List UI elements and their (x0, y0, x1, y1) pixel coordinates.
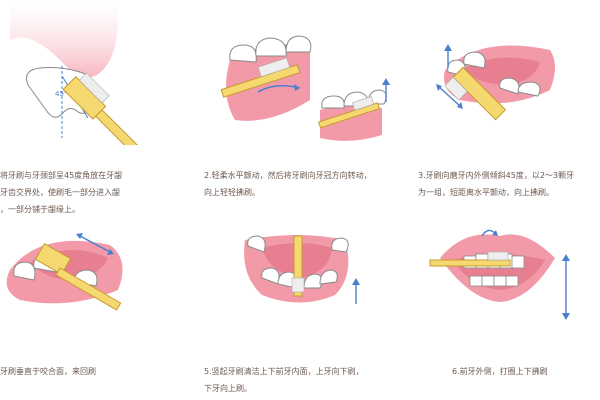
step-5-text: 竖起牙刷清洁上下前牙内面，上牙向下刷， 下牙向上刷。 (204, 367, 364, 393)
toothbrush (291, 235, 305, 297)
step-2-caption: 2.轻柔水平颤动，然后将牙刷向牙冠方向转动， 向上轻轻拂刷。 (204, 150, 399, 201)
step-6-number: 6. (452, 367, 460, 376)
arrow-head (436, 84, 442, 91)
step-3-illustration (436, 44, 555, 121)
step-6-panel: 6.前牙外侧，打圈上下拂刷 (400, 200, 600, 400)
arrow-head (107, 249, 114, 255)
two-way-arrow (79, 235, 111, 253)
arrow-head (76, 233, 83, 239)
step-3-caption: 3.牙刷向磨牙内外侧倾斜45度，以2～3颗牙 为一组，短距离水平颤动，向上拂刷。 (418, 150, 598, 201)
step-5-illustration (244, 235, 360, 304)
step-1-panel: 45° 1.将牙刷与牙颈部呈45度角放在牙龈 牙齿交界处，使刷毛一部分进入龈 ，… (0, 0, 200, 214)
toothbrush-lower (318, 96, 381, 129)
step-6-caption: 6.前牙外侧，打圈上下拂刷 (452, 346, 600, 380)
step-5-panel: 5.竖起牙刷清洁上下前牙内面，上牙向下刷， 下牙向上刷。 (200, 200, 400, 400)
toothbrush (429, 251, 511, 267)
step-1-caption: 1.将牙刷与牙颈部呈45度角放在牙龈 牙齿交界处，使刷毛一部分进入龈 ，一部分铺… (0, 150, 195, 218)
diagonal-arrow (437, 85, 461, 107)
angle-label: 45° (55, 90, 67, 98)
arrow-head (382, 78, 390, 85)
step-1-illustration: 45° (10, 0, 146, 145)
step-1-text: 将牙刷与牙颈部呈45度角放在牙龈 牙齿交界处，使刷毛一部分进入龈 ，一部分铺于龈… (0, 171, 123, 214)
lower-front-teeth (469, 275, 519, 287)
step-3-panel: 3.牙刷向磨牙内外侧倾斜45度，以2～3颗牙 为一组，短距离水平颤动，向上拂刷。 (400, 0, 600, 200)
step-2-text: 轻柔水平颤动，然后将牙刷向牙冠方向转动， 向上轻轻拂刷。 (204, 171, 372, 197)
arrow-head (444, 44, 452, 51)
arrow-head (294, 84, 300, 91)
toothbrush (34, 243, 122, 311)
step-4-illustration (6, 233, 123, 311)
step-2-illustration (220, 35, 390, 141)
toothbrush (62, 72, 146, 145)
step-3-text: 牙刷向磨牙内外侧倾斜45度，以2～3颗牙 为一组，短距离水平颤动，向上拂刷。 (418, 171, 574, 197)
arrow-head (492, 230, 498, 236)
gum-shape (10, 0, 119, 78)
toothbrush-upper (220, 57, 301, 98)
step-4-caption: 4.牙刷垂直于咬合面，来回刷 (0, 346, 195, 380)
arrow-head (562, 313, 570, 320)
step-6-illustration (429, 229, 570, 320)
step-5-caption: 5.竖起牙刷清洁上下前牙内面，上牙向下刷， 下牙向上刷。 (204, 346, 399, 397)
step-2-number: 2. (204, 171, 212, 180)
arrow-head (457, 102, 463, 109)
step-6-text: 前牙外侧，打圈上下拂刷 (459, 367, 548, 376)
upper-teeth (229, 35, 312, 63)
step-3-number: 3. (418, 171, 426, 180)
step-2-panel: 2.轻柔水平颤动，然后将牙刷向牙冠方向转动， 向上轻轻拂刷。 (200, 0, 400, 200)
step-5-number: 5. (204, 367, 212, 376)
step-4-panel: 4.牙刷垂直于咬合面，来回刷 (0, 200, 200, 400)
arrow-head (562, 254, 570, 261)
molar-teeth (447, 51, 541, 97)
gum-shape-small (320, 104, 382, 141)
toothbrush (444, 66, 507, 121)
step-4-text: 牙刷垂直于咬合面，来回刷 (0, 367, 96, 376)
arrow-head (352, 278, 360, 285)
